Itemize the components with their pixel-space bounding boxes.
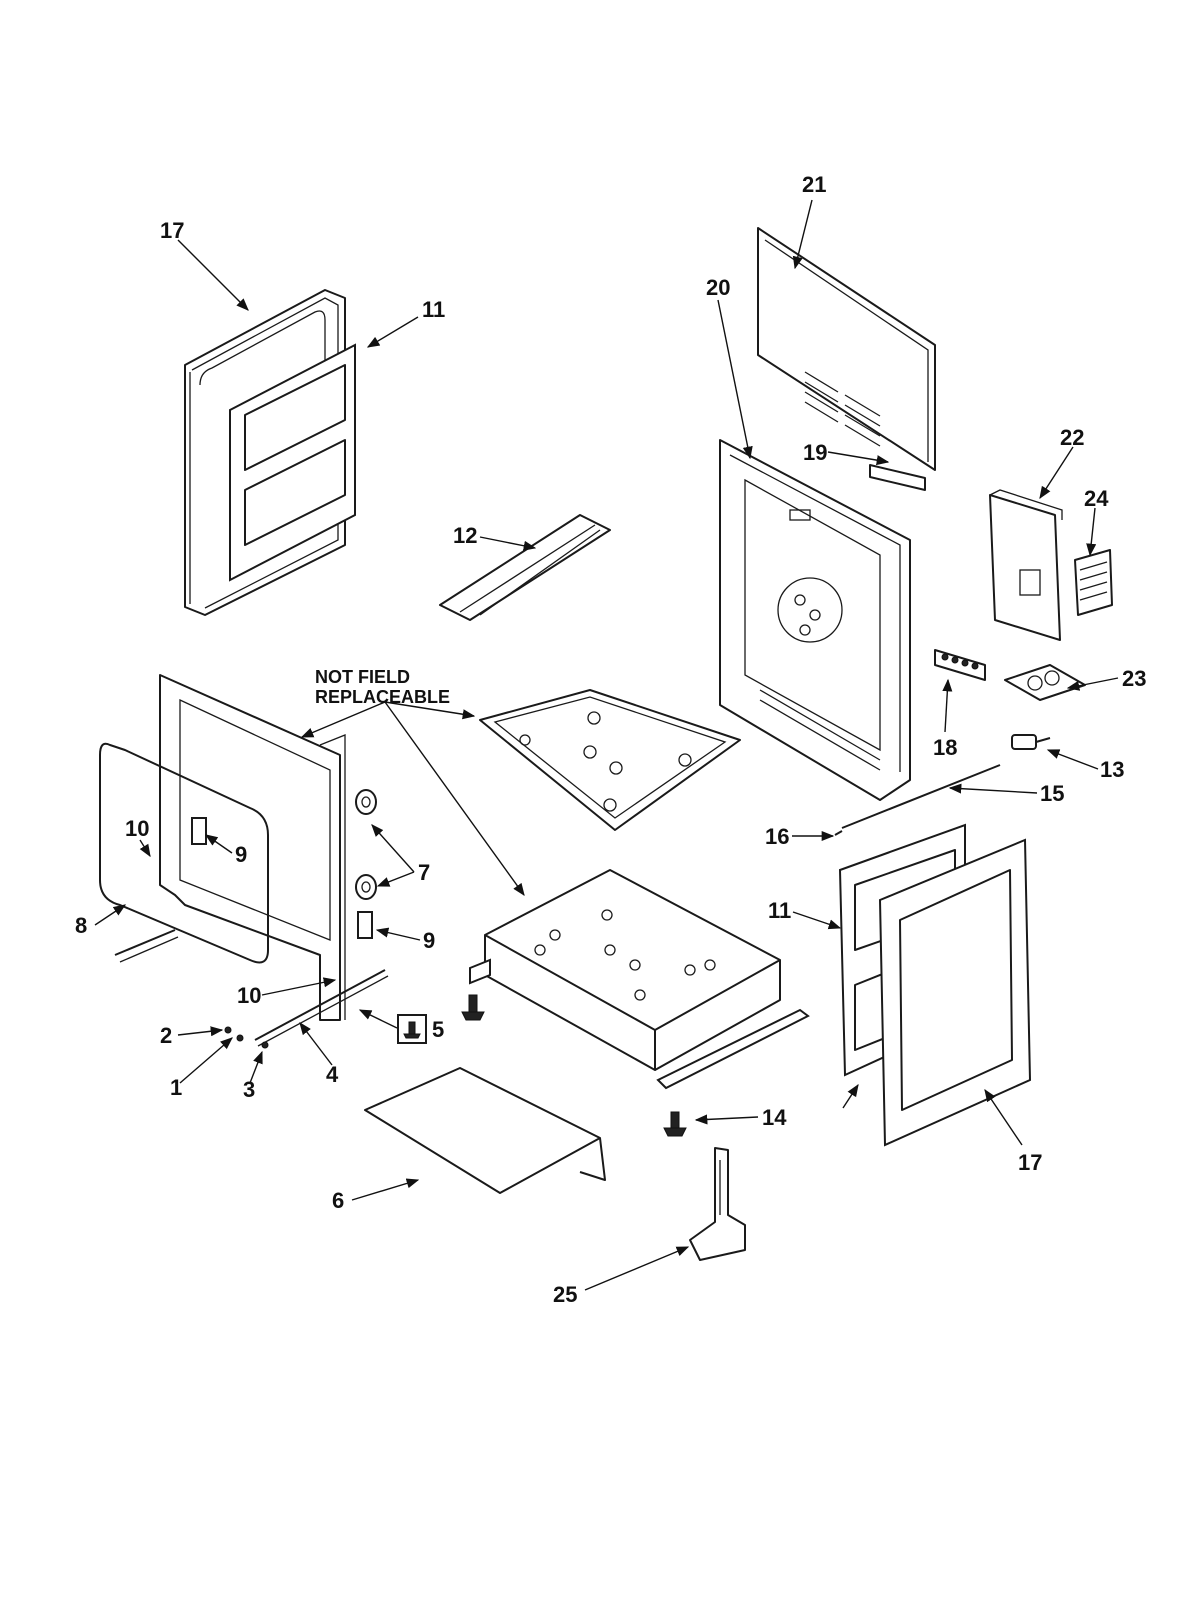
part-strip [869, 464, 926, 491]
callout-label: 5 [432, 1017, 444, 1042]
callout-label: 18 [933, 735, 957, 760]
part-leveling-leg [663, 1111, 687, 1137]
part-pin [834, 830, 843, 836]
part-cavity-top [479, 689, 741, 831]
callout-label: 15 [1040, 781, 1064, 806]
part-hinge-receptacle-upper [191, 817, 207, 845]
not-field-replaceable-note: NOT FIELD REPLACEABLE [315, 667, 450, 707]
callout-label: 8 [75, 913, 87, 938]
part-leveling-leg-boxed [397, 1014, 427, 1044]
callout-label: 9 [423, 928, 435, 953]
part-side-panel-left [184, 289, 346, 616]
callout-label: 16 [765, 824, 789, 849]
callout-label: 9 [235, 842, 247, 867]
callout-label: 22 [1060, 425, 1084, 450]
part-terminal-block [934, 649, 986, 681]
callout-label: 25 [553, 1282, 577, 1307]
part-hinge-receptacle-lower [357, 911, 373, 939]
part-leveling-leg-left [461, 994, 485, 1021]
part-insulation-left [229, 343, 356, 582]
callout-label: 3 [243, 1077, 255, 1102]
callout-label: 12 [453, 523, 477, 548]
part-terminal-plate [1004, 664, 1086, 701]
callout-label: 21 [802, 172, 826, 197]
part-drawer-slide-right [656, 1008, 810, 1090]
callout-label: 17 [1018, 1150, 1042, 1175]
part-back-panel-upper [757, 227, 936, 471]
part-bushing-upper [355, 789, 377, 815]
part-element-connector [1011, 734, 1051, 750]
part-side-panel-right [878, 838, 1032, 1147]
part-back-frame [719, 439, 911, 801]
callout-label: 24 [1084, 486, 1109, 511]
part-bottom-panel [364, 1067, 606, 1194]
part-rod [841, 764, 1001, 829]
callout-label: 13 [1100, 757, 1124, 782]
callout-label: 20 [706, 275, 730, 300]
callout-label: 1 [170, 1075, 182, 1100]
note-line-1: NOT FIELD [315, 667, 410, 687]
callout-label: 19 [803, 440, 827, 465]
callout-label: 6 [332, 1188, 344, 1213]
part-screws [224, 1026, 269, 1049]
callout-label: 2 [160, 1023, 172, 1048]
leader-lines [94, 199, 1119, 1291]
callout-label: 10 [125, 816, 149, 841]
part-vent-cover [1074, 549, 1113, 616]
callout-label: 14 [762, 1105, 787, 1130]
callout-label: 4 [326, 1062, 339, 1087]
part-door-gasket [99, 742, 269, 964]
callout-label: 17 [160, 218, 184, 243]
part-lower-bar [114, 929, 179, 963]
callout-label: 23 [1122, 666, 1146, 691]
part-bushing-lower [355, 874, 377, 900]
callout-label: 7 [418, 860, 430, 885]
callout-label: 10 [237, 983, 261, 1008]
callout-label: 11 [768, 898, 791, 923]
part-anti-tip-bracket [689, 1147, 746, 1261]
callout-label: 11 [422, 297, 445, 322]
note-line-2: REPLACEABLE [315, 687, 450, 707]
callout-labels: 17 11 21 20 19 22 24 12 23 18 13 15 16 1… [75, 172, 1146, 1307]
part-drawer-slide-left [469, 958, 491, 985]
part-enclosure-box [989, 489, 1063, 641]
part-front-frame [159, 674, 346, 1021]
part-base-pan [484, 869, 781, 1071]
part-rail [254, 969, 389, 1047]
